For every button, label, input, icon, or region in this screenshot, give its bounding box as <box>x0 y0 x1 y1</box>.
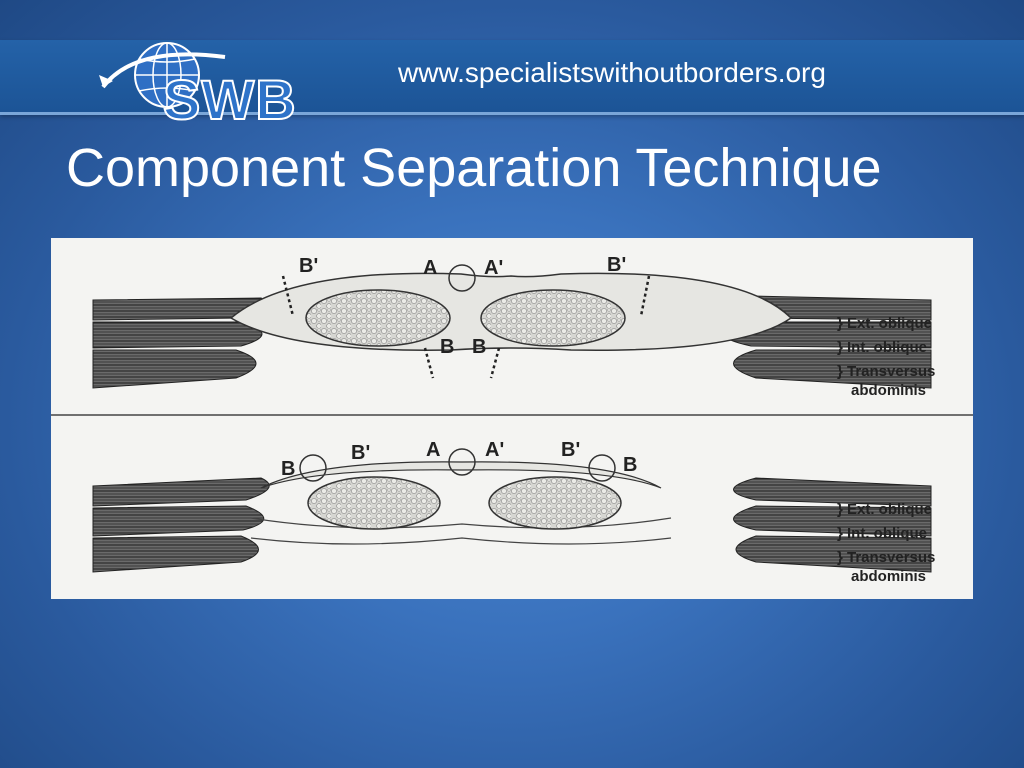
label-a-prime-top: A' <box>484 257 503 279</box>
label-b-prime-right-top: B' <box>607 254 626 276</box>
logo-text: SWB <box>162 67 297 132</box>
muscle-label-ext-oblique-top: } Ext. oblique <box>837 315 932 332</box>
muscle-label-abdominis-bottom: abdominis <box>851 568 926 585</box>
muscle-label-transversus-top: } Transversus <box>837 363 935 380</box>
muscle-label-abdominis-top: abdominis <box>851 382 926 399</box>
label-a-top: A <box>423 257 437 279</box>
label-b-prime-left-top: B' <box>299 255 318 277</box>
muscle-label-int-oblique-bottom: } Int. oblique <box>837 525 927 542</box>
label-b-right-bottom: B <box>623 454 637 476</box>
slide-title: Component Separation Technique <box>66 138 882 198</box>
website-url[interactable]: www.specialistswithoutborders.org <box>398 57 826 88</box>
label-b-left-top: B <box>440 336 454 358</box>
label-b-left-bottom: B <box>281 458 295 480</box>
label-b-prime-right-bottom: B' <box>561 439 580 461</box>
globe-logo-icon <box>99 42 226 108</box>
label-b-right-top: B <box>472 336 486 358</box>
muscle-label-transversus-bottom: } Transversus <box>837 549 935 566</box>
muscle-label-int-oblique-top: } Int. oblique <box>837 339 927 356</box>
bottom-panel: B B' A A' B' B } Ext. oblique } Int. obl… <box>92 439 935 585</box>
label-b-prime-left-bottom: B' <box>351 442 370 464</box>
label-a-prime-bottom: A' <box>485 439 504 461</box>
component-separation-figure: B' A A' B' B B } Ext. oblique } Int. obl… <box>51 238 973 599</box>
muscle-label-ext-oblique-bottom: } Ext. oblique <box>837 501 932 518</box>
label-a-bottom: A <box>426 439 440 461</box>
anatomy-diagram: B' A A' B' B B } Ext. oblique } Int. obl… <box>51 254 973 585</box>
top-panel: B' A A' B' B B } Ext. oblique } Int. obl… <box>92 254 935 399</box>
